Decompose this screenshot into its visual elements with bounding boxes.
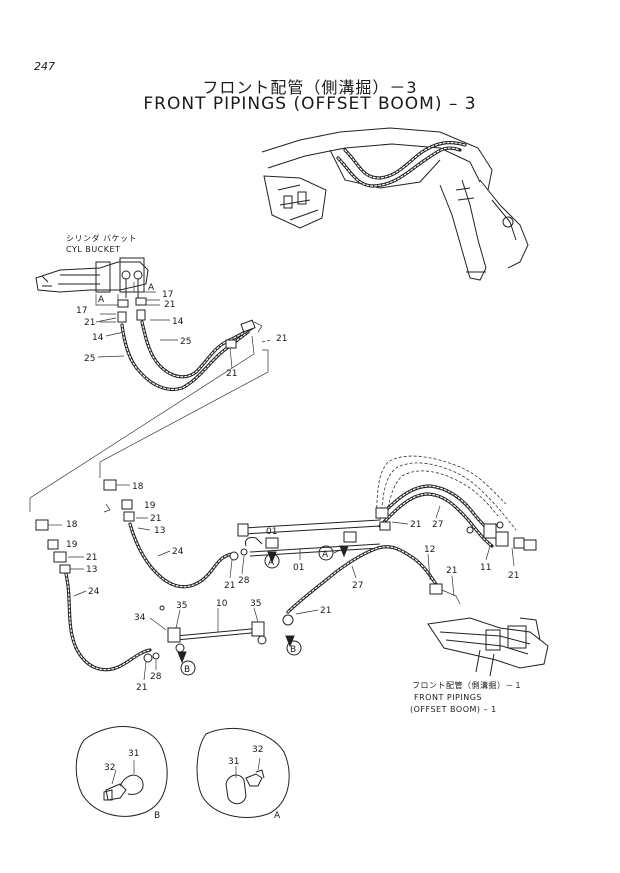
part-25-a: 25 — [180, 337, 191, 347]
part-21-b: 21 — [84, 318, 95, 328]
part-21-f: 21 — [86, 553, 97, 563]
hose-24-assembly: 18 19 21 13 18 19 21 13 24 — [35, 479, 250, 672]
part-31-a: 31 — [228, 757, 239, 767]
detail-b-label: B — [154, 811, 160, 821]
part-27-b: 27 — [432, 520, 443, 530]
part-28-a: 28 — [238, 576, 250, 586]
part-17-a: 17 — [162, 290, 173, 300]
part-10: 10 — [216, 599, 228, 609]
view-a-label-1: A — [98, 295, 105, 305]
part-24-a: 24 — [172, 547, 184, 557]
reference-sketch: フロント配管（側溝掘）－１ FRONT PIPINGS (OFFSET BOOM… — [410, 617, 549, 714]
part-01: 01 — [293, 563, 304, 573]
view-a-marker-2: A — [322, 550, 329, 560]
part-21-j: 21 — [446, 566, 457, 576]
part-13-a: 13 — [154, 526, 165, 536]
view-a-marker-1: A — [268, 558, 275, 568]
part-35-a: 35 — [176, 601, 187, 611]
part-21-a: 21 — [164, 300, 175, 310]
part-21-l: 21 — [508, 571, 519, 581]
part-27-a: 27 — [352, 581, 363, 591]
part-12: 12 — [424, 545, 435, 555]
part-21-c: 21 — [226, 369, 237, 379]
part-21-h: 21 — [136, 683, 147, 693]
part-19-b: 19 — [66, 540, 78, 550]
part-21-g: 21 — [224, 581, 235, 591]
part-35-b: 35 — [250, 599, 261, 609]
bucket-cylinder-assembly: シリンダ バケット CYL BUCKET A A 17 21 17 21 — [29, 233, 287, 512]
reference-title-en-2: (OFFSET BOOM) – 1 — [410, 705, 497, 714]
view-a-label-2: A — [148, 283, 155, 293]
view-b-marker-2: B — [290, 645, 296, 655]
part-18-b: 18 — [66, 520, 78, 530]
hose-27-assembly: 27 12 21 — [286, 545, 461, 614]
part-17-b: 17 — [76, 306, 87, 316]
part-21-d: 21 — [276, 334, 287, 344]
part-11: 11 — [480, 563, 491, 573]
title-english: FRONT PIPINGS (OFFSET BOOM) – 3 — [143, 94, 477, 114]
reference-title-en-1: FRONT PIPINGS — [414, 693, 482, 702]
part-21-e: 21 — [150, 514, 161, 524]
steel-pipe-assembly: 01 A 01 A 10 35 35 34 21 — [134, 519, 381, 693]
detail-view-b: 32 31 B — [75, 726, 168, 821]
part-28-b: 28 — [150, 672, 162, 682]
detail-view-a: 31 32 A — [196, 727, 290, 821]
part-24-b: 24 — [88, 587, 100, 597]
part-14-a: 14 — [172, 317, 184, 327]
part-21-i: 21 — [320, 606, 331, 616]
part-19-a: 19 — [144, 501, 156, 511]
clamp-text-1: 01 — [266, 527, 277, 537]
part-14-b: 14 — [92, 333, 104, 343]
detail-a-label: A — [274, 811, 281, 821]
part-18-a: 18 — [132, 482, 144, 492]
title-japanese: フロント配管（側溝掘）－3 — [202, 78, 418, 97]
part-34: 34 — [134, 613, 146, 623]
part-32-a: 32 — [252, 745, 263, 755]
part-31-b: 31 — [128, 749, 139, 759]
cylinder-label-en: CYL BUCKET — [66, 245, 120, 254]
boom-arm-sketch — [261, 127, 529, 281]
view-b-marker-1: B — [184, 665, 190, 675]
cylinder-label-jp: シリンダ バケット — [66, 233, 137, 243]
part-32-b: 32 — [104, 763, 115, 773]
upper-right-hose-bundle: 21 27 11 21 — [375, 455, 537, 581]
page-number: 247 — [34, 60, 55, 73]
part-13-b: 13 — [86, 565, 97, 575]
part-25-b: 25 — [84, 354, 95, 364]
reference-title-jp: フロント配管（側溝掘）－１ — [412, 680, 523, 690]
part-21-k: 21 — [410, 520, 421, 530]
